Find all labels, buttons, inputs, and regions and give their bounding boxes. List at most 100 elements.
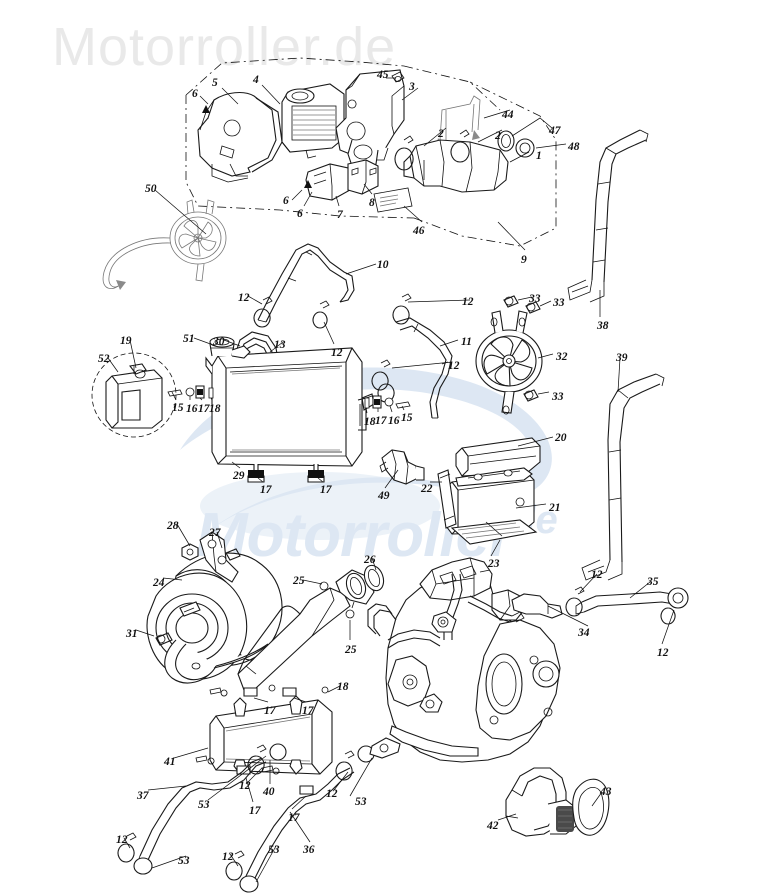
- callout-number-12: 12: [238, 292, 250, 304]
- callout-number-49: 49: [378, 490, 390, 502]
- callout-number-17: 17: [198, 403, 210, 415]
- callout-number-18: 18: [209, 403, 221, 415]
- callout-number-6: 6: [283, 195, 289, 207]
- callout-number-6: 6: [297, 208, 303, 220]
- callout-number-53: 53: [198, 799, 210, 811]
- callout-number-31: 31: [126, 628, 138, 640]
- part-gasket-ring-43: [572, 778, 610, 836]
- callout-number-42: 42: [487, 820, 499, 832]
- callout-number-12: 12: [239, 780, 251, 792]
- callout-number-19: 19: [120, 335, 132, 347]
- callout-number-34: 34: [578, 627, 590, 639]
- callout-number-16: 16: [186, 403, 198, 415]
- callout-number-20: 20: [555, 432, 567, 444]
- callout-number-6: 6: [192, 88, 198, 100]
- callout-number-5: 5: [212, 77, 218, 89]
- callout-number-12: 12: [591, 569, 603, 581]
- part-airbox-body-3: [335, 69, 405, 171]
- callout-number-45: 45: [377, 69, 389, 81]
- part-clamp-12b: [312, 300, 330, 329]
- callout-number-17: 17: [302, 705, 314, 717]
- part-ring-47: [497, 130, 515, 152]
- part-clip-45: [391, 71, 405, 83]
- callout-number-52: 52: [98, 353, 110, 365]
- part-radiator-29: [205, 336, 375, 483]
- callout-number-10: 10: [377, 259, 389, 271]
- callout-number-53: 53: [355, 796, 367, 808]
- callout-number-2: 2: [495, 130, 501, 142]
- callout-number-25: 25: [345, 644, 357, 656]
- group-intake-assembly: [413, 81, 557, 247]
- part-battery-tray-23: [450, 519, 538, 545]
- callout-number-53: 53: [178, 855, 190, 867]
- callout-number-33: 33: [529, 293, 541, 305]
- part-intake-flange-8: [347, 159, 379, 195]
- part-upper-hose-10: [257, 243, 355, 323]
- callout-number-18: 18: [337, 681, 349, 693]
- part-intake-manifold-7: [305, 163, 351, 201]
- part-cooling-fan-32: [475, 295, 543, 415]
- part-gasket-46: [373, 187, 413, 213]
- callout-number-13: 13: [274, 339, 286, 351]
- part-fan-assembly-50: [102, 199, 227, 290]
- callout-number-15: 15: [401, 412, 413, 424]
- callout-number-41: 41: [164, 756, 176, 768]
- callout-number-12: 12: [222, 851, 234, 863]
- part-expansion-tank-19: [91, 352, 177, 438]
- part-intake-boot-1: [403, 139, 509, 193]
- callout-number-32: 32: [556, 351, 568, 363]
- hardware-group-right: [364, 395, 411, 409]
- callout-number-38: 38: [597, 320, 609, 332]
- callout-number-30: 30: [213, 336, 225, 348]
- part-hose-39: [581, 373, 665, 581]
- callout-number-23: 23: [488, 558, 500, 570]
- callout-number-11: 11: [461, 336, 472, 348]
- callout-number-46: 46: [413, 225, 425, 237]
- callout-number-35: 35: [647, 576, 659, 588]
- callout-number-2: 2: [438, 128, 444, 140]
- part-intake-duct-42: [505, 767, 577, 837]
- callout-number-28: 28: [167, 520, 179, 532]
- callout-number-36: 36: [303, 844, 315, 856]
- callout-number-9: 9: [521, 254, 527, 266]
- callout-number-22: 22: [421, 483, 433, 495]
- callout-number-7: 7: [337, 209, 343, 221]
- callout-number-44: 44: [502, 109, 514, 121]
- callout-number-39: 39: [616, 352, 628, 364]
- callout-number-12: 12: [448, 360, 460, 372]
- callout-number-27: 27: [209, 527, 221, 539]
- part-air-filter-element-4: [281, 83, 345, 159]
- callout-number-12: 12: [657, 647, 669, 659]
- part-cap-48: [515, 138, 535, 158]
- callout-number-12: 12: [116, 834, 128, 846]
- callout-number-18: 18: [364, 416, 376, 428]
- callout-number-24: 24: [153, 577, 165, 589]
- callout-number-33: 33: [552, 391, 564, 403]
- callout-number-53: 53: [268, 844, 280, 856]
- callout-number-21: 21: [549, 502, 561, 514]
- callout-number-50: 50: [145, 183, 157, 195]
- part-hose-35: [565, 586, 689, 625]
- callout-number-37: 37: [137, 790, 149, 802]
- callout-number-51: 51: [183, 333, 195, 345]
- part-screw-6-markers: [202, 105, 312, 188]
- part-exhaust-header-pipe: [237, 564, 385, 691]
- part-muffler-24: [146, 531, 283, 684]
- callout-number-8: 8: [369, 197, 375, 209]
- callout-number-1: 1: [536, 150, 542, 162]
- callout-number-40: 40: [263, 786, 275, 798]
- hardware-group-left: [167, 385, 214, 399]
- callout-number-3: 3: [409, 81, 415, 93]
- part-clamp-12c: [392, 293, 412, 325]
- callout-number-17: 17: [260, 484, 272, 496]
- callout-number-17: 17: [249, 805, 261, 817]
- callout-number-17: 17: [264, 705, 276, 717]
- callout-number-15: 15: [172, 402, 184, 414]
- part-sensor-49: [379, 449, 425, 485]
- part-oil-cooler-40: [195, 684, 333, 775]
- part-lower-hose-37: [117, 743, 287, 875]
- callout-number-33: 33: [553, 297, 565, 309]
- callout-number-4: 4: [253, 74, 259, 86]
- callout-number-43: 43: [600, 786, 612, 798]
